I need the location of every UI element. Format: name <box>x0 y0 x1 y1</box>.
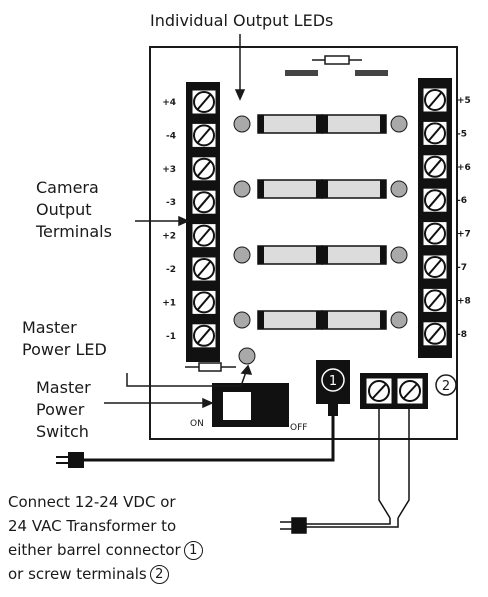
right-terminal-screw <box>422 87 448 113</box>
left-terminal-label: -1 <box>166 332 176 342</box>
caption-line: Master <box>22 318 77 337</box>
master-power-switch[interactable] <box>212 383 289 427</box>
individual-output-leds-caption: Individual Output LEDs <box>150 10 333 32</box>
output-fuse <box>321 114 387 134</box>
output-fuse <box>257 179 323 199</box>
caption-line: Master <box>36 378 91 397</box>
right-terminal-label: -8 <box>457 330 467 340</box>
caption-line: Terminals <box>36 222 112 241</box>
left-terminal-screw <box>191 256 217 282</box>
power-instructions: Connect 12-24 VDC or 24 VAC Transformer … <box>8 490 203 586</box>
output-led <box>233 311 251 329</box>
barrel-connector-number: 1 <box>329 374 337 389</box>
output-led <box>390 311 408 329</box>
right-terminal-screw <box>422 321 448 347</box>
right-terminal-label: -7 <box>457 263 467 273</box>
right-terminal-label: -6 <box>457 196 467 206</box>
output-led <box>390 246 408 264</box>
left-terminal-screw <box>191 89 217 115</box>
switch-off-label: OFF <box>290 423 307 433</box>
caption-line: Power LED <box>22 340 107 359</box>
caption-line: Output <box>36 200 92 219</box>
output-led <box>233 246 251 264</box>
caption-text: Individual Output LEDs <box>150 11 334 30</box>
instruction-line: Connect 12-24 VDC or <box>8 493 176 511</box>
left-terminal-label: +2 <box>162 232 176 242</box>
left-terminal-label: +3 <box>162 165 176 175</box>
left-terminal-label: -2 <box>166 265 176 275</box>
output-fuse <box>257 310 323 330</box>
output-fuse <box>257 245 323 265</box>
left-terminal-label: -3 <box>166 198 176 208</box>
caption-line: Camera <box>36 178 99 197</box>
right-terminal-screw <box>422 120 448 146</box>
ref-circle-2: 2 <box>149 565 169 584</box>
left-terminal-label: +4 <box>162 98 176 108</box>
power-screw-terminals <box>360 373 428 409</box>
right-terminal-strip <box>418 78 452 358</box>
barrel-connector <box>316 360 350 416</box>
right-terminal-label: +7 <box>457 230 471 240</box>
output-led <box>233 180 251 198</box>
output-fuse <box>257 114 323 134</box>
screw-terminals-number-circle <box>435 374 457 396</box>
instruction-text: or screw terminals <box>8 565 147 583</box>
switch-on-label: ON <box>190 419 204 429</box>
master-power-switch-caption: Master Power Switch <box>36 377 91 443</box>
right-terminal-label: +6 <box>457 163 471 173</box>
output-led <box>390 180 408 198</box>
master-power-led <box>238 347 256 365</box>
right-terminal-screw <box>422 154 448 180</box>
top-resistor <box>285 55 388 76</box>
left-terminal-label: -4 <box>166 131 176 141</box>
screw-terminals-number: 2 <box>442 379 450 394</box>
output-fuse <box>321 179 387 199</box>
left-terminal-screw <box>191 122 217 148</box>
left-terminal-screw <box>191 189 217 215</box>
output-led <box>390 115 408 133</box>
right-terminal-screw <box>422 287 448 313</box>
master-power-led-caption: Master Power LED <box>22 317 107 361</box>
left-terminal-screw <box>191 223 217 249</box>
ref-circle-1: 1 <box>183 541 203 560</box>
right-terminal-label: +5 <box>457 96 471 106</box>
caption-line: Power <box>36 400 85 419</box>
callout-arrows <box>104 34 253 409</box>
barrel-power-cord <box>56 416 335 468</box>
instruction-text: either barrel connector <box>8 541 181 559</box>
left-terminal-screw <box>191 289 217 315</box>
left-terminal-label: +1 <box>162 298 176 308</box>
pcb-board: +4 -4 +3 -3 +2 -2 +1 -1 +5 -5 +6 -6 +7 -7 +8 -8 ON OFF… <box>149 46 471 440</box>
right-terminal-screw <box>422 221 448 247</box>
left-terminal-screw <box>191 156 217 182</box>
screw-terminal-power-cord <box>280 409 410 534</box>
right-terminal-screw <box>422 254 448 280</box>
bottom-resistor <box>185 362 236 372</box>
output-fuse <box>321 310 387 330</box>
right-terminal-screw <box>422 187 448 213</box>
caption-line: Switch <box>36 422 89 441</box>
output-fuse <box>321 245 387 265</box>
instruction-line: 24 VAC Transformer to <box>8 517 177 535</box>
left-terminal-screw <box>191 323 217 349</box>
camera-output-terminals-caption: Camera Output Terminals <box>36 177 112 243</box>
right-terminal-label: -5 <box>457 129 467 139</box>
right-terminal-label: +8 <box>457 296 471 306</box>
output-led <box>233 115 251 133</box>
